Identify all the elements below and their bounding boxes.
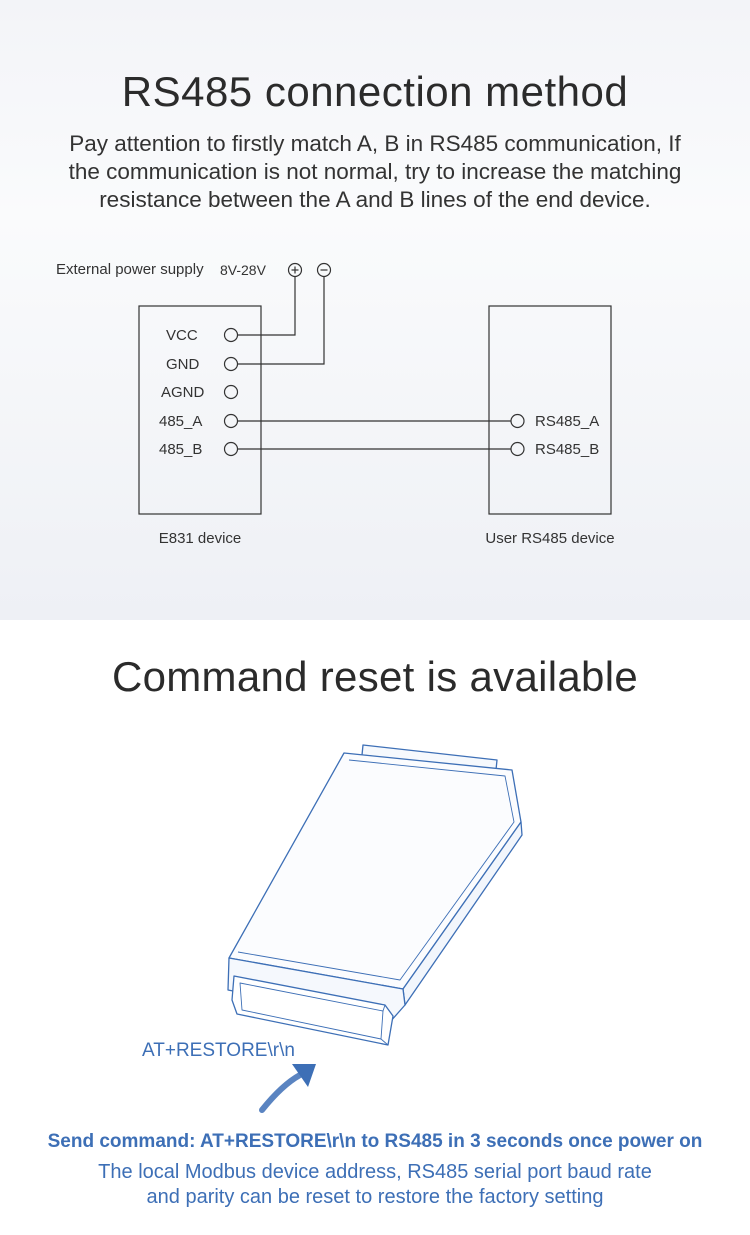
terminal-gnd-icon bbox=[223, 356, 239, 372]
pin-label-gnd: GND bbox=[166, 356, 200, 373]
plus-terminal-icon bbox=[287, 262, 303, 278]
e831-device-box bbox=[138, 305, 262, 515]
pin-label-rs485a: RS485_A bbox=[535, 413, 599, 430]
pin-label-rs485b: RS485_B bbox=[535, 441, 599, 458]
e831-device-caption: E831 device bbox=[159, 530, 242, 547]
terminal-rs485a-icon bbox=[510, 413, 525, 429]
send-command-text: Send command: AT+RESTORE\r\n to RS485 in… bbox=[47, 1131, 703, 1152]
terminal-rs485b-icon bbox=[510, 441, 525, 457]
user-rs485-device-box bbox=[488, 305, 612, 515]
gnd-wire bbox=[237, 276, 325, 365]
power-voltage-label: 8V-28V bbox=[220, 262, 267, 278]
device-illustration bbox=[227, 744, 523, 1113]
reset-note: The local Modbus device address, RS485 s… bbox=[0, 1160, 750, 1210]
terminal-vcc-icon bbox=[223, 327, 239, 343]
rs485-description: Pay attention to firstly match A, B in R… bbox=[20, 130, 730, 214]
terminal-485b-icon bbox=[223, 441, 239, 457]
pin-label-vcc: VCC bbox=[166, 327, 198, 344]
note-line: The local Modbus device address, RS485 s… bbox=[98, 1161, 652, 1183]
section-title-rs485: RS485 connection method bbox=[121, 68, 629, 115]
description-line: Pay attention to firstly match A, B in R… bbox=[69, 131, 681, 156]
pin-label-485a: 485_A bbox=[159, 413, 202, 430]
description-line: the communication is not normal, try to … bbox=[68, 159, 682, 184]
minus-terminal-icon bbox=[316, 262, 332, 278]
wiring-diagram: External power supply 8V-28V VCC GND AGN… bbox=[56, 261, 615, 547]
user-device-caption: User RS485 device bbox=[485, 530, 614, 547]
note-line: and parity can be reset to restore the f… bbox=[146, 1186, 604, 1208]
terminal-agnd-icon bbox=[223, 384, 239, 400]
description-line: resistance between the A and B lines of … bbox=[99, 187, 651, 212]
rs485-section bbox=[0, 0, 750, 620]
pin-label-485b: 485_B bbox=[159, 441, 202, 458]
command-label: AT+RESTORE\r\n bbox=[142, 1040, 295, 1061]
vcc-wire bbox=[237, 276, 296, 336]
pin-label-agnd: AGND bbox=[161, 384, 205, 401]
terminal-485a-icon bbox=[223, 413, 239, 429]
section-title-command-reset: Command reset is available bbox=[111, 653, 639, 700]
power-supply-label: External power supply bbox=[56, 261, 204, 278]
curved-arrow-icon bbox=[259, 1064, 316, 1113]
